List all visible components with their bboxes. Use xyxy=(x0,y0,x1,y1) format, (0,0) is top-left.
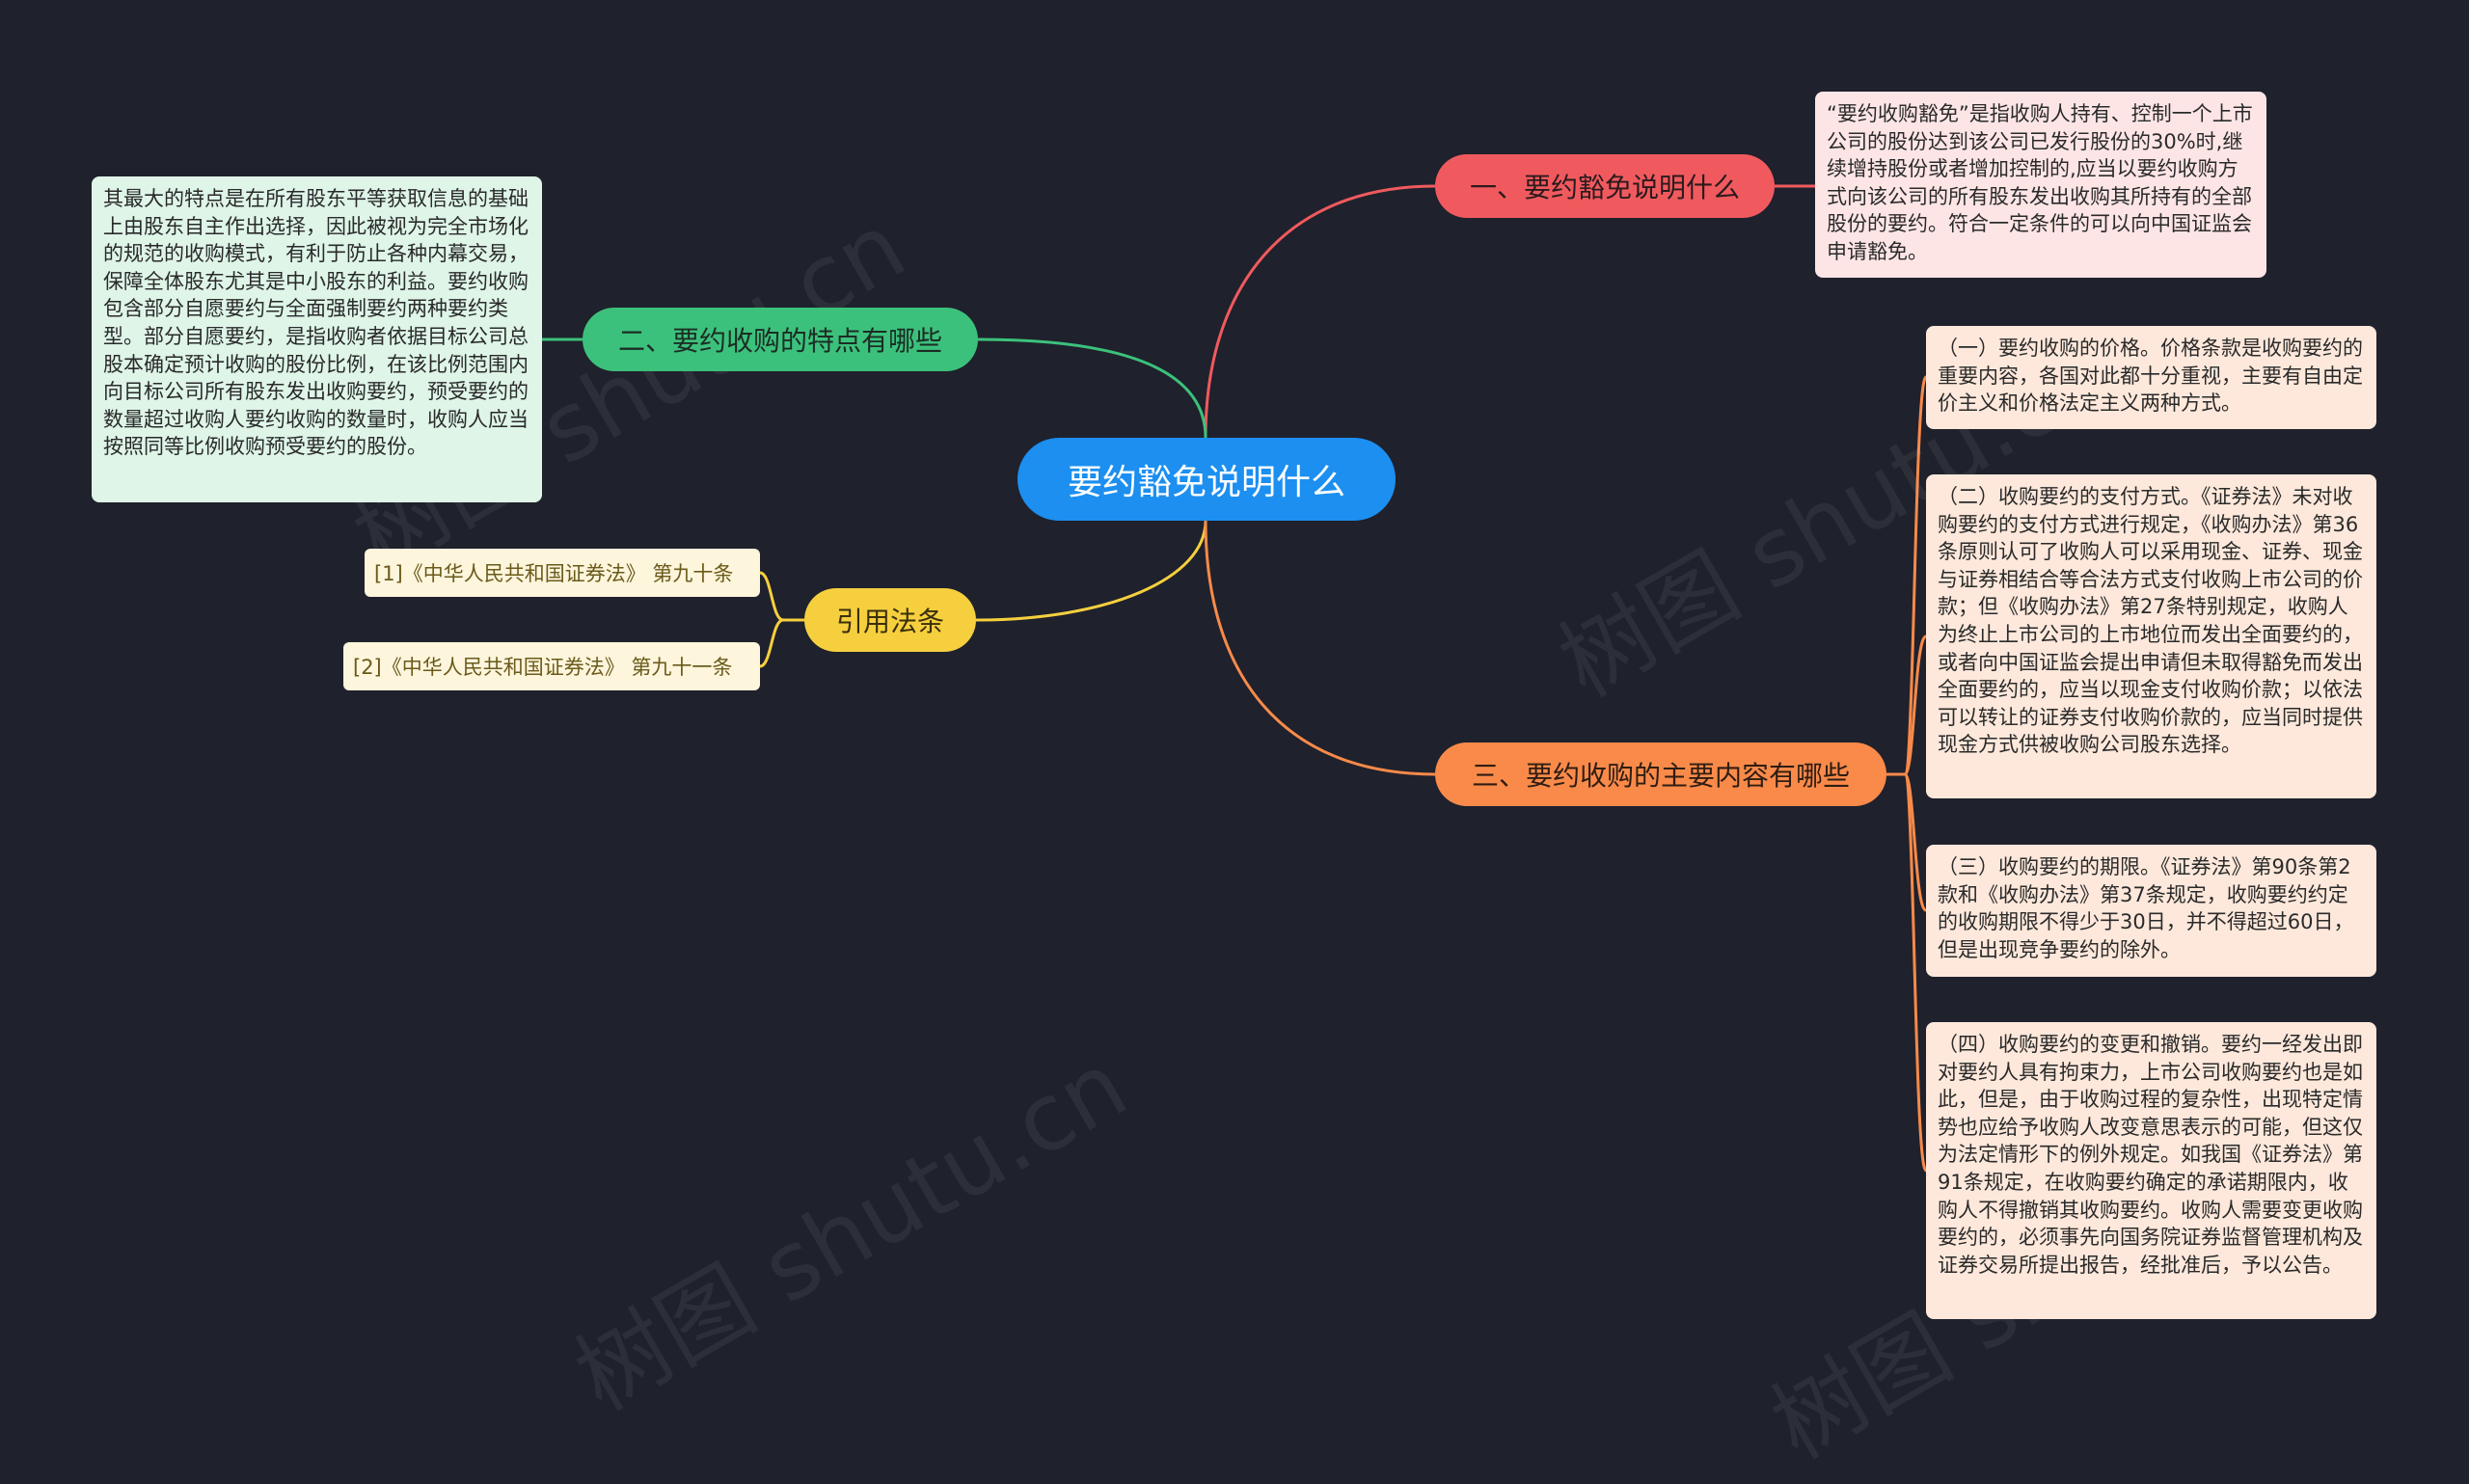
connector-root-b2 xyxy=(977,337,1207,439)
content-item-offer-period: （三）收购要约的期限。《证券法》第90条第2款和《收购办法》第37条规定，收购要… xyxy=(1926,845,2376,977)
content-item-change-and-revocation: （四）收购要约的变更和撤销。要约一经发出即对要约人具有拘束力，上市公司收购要约也… xyxy=(1926,1022,2376,1319)
connector-b4-item2 xyxy=(1886,634,1928,776)
branch-node-cited-laws[interactable]: 引用法条 xyxy=(804,588,976,652)
detail-card-exemption-meaning: “要约收购豁免”是指收购人持有、控制一个上市公司的股份达到该公司已发行股份的30… xyxy=(1815,92,2266,278)
content-item-price: （一）要约收购的价格。价格条款是收购要约的重要内容，各国对此都十分重视，主要有自… xyxy=(1926,326,2376,429)
branch-node-tender-offer-features[interactable]: 二、要约收购的特点有哪些 xyxy=(583,308,978,371)
content-item-payment-method: （二）收购要约的支付方式。《证券法》未对收购要约的支付方式进行规定，《收购办法》… xyxy=(1926,474,2376,798)
detail-card-tender-offer-features: 其最大的特点是在所有股东平等获取信息的基础上由股东自主作出选择，因此被视为完全市… xyxy=(92,176,542,502)
law-reference-item: [2]《中华人民共和国证券法》 第九十一条 xyxy=(343,642,760,690)
connector-b4-item4 xyxy=(1886,772,1928,1173)
connector-lines xyxy=(542,184,1928,1173)
connector-root-b4 xyxy=(1204,520,1436,776)
connector-b3-ref2 xyxy=(759,618,804,668)
connector-root-b3 xyxy=(975,520,1207,622)
connector-root-b1 xyxy=(1204,184,1436,439)
root-node[interactable]: 要约豁免说明什么 xyxy=(1017,438,1396,521)
branch-node-exemption-meaning[interactable]: 一、要约豁免说明什么 xyxy=(1435,154,1775,218)
connector-b4-item1 xyxy=(1886,375,1928,776)
connector-b4-item3 xyxy=(1886,772,1928,912)
branch-node-main-contents[interactable]: 三、要约收购的主要内容有哪些 xyxy=(1435,742,1886,806)
connector-b3-ref1 xyxy=(759,571,804,622)
law-reference-item: [1]《中华人民共和国证券法》 第九十条 xyxy=(365,549,760,597)
